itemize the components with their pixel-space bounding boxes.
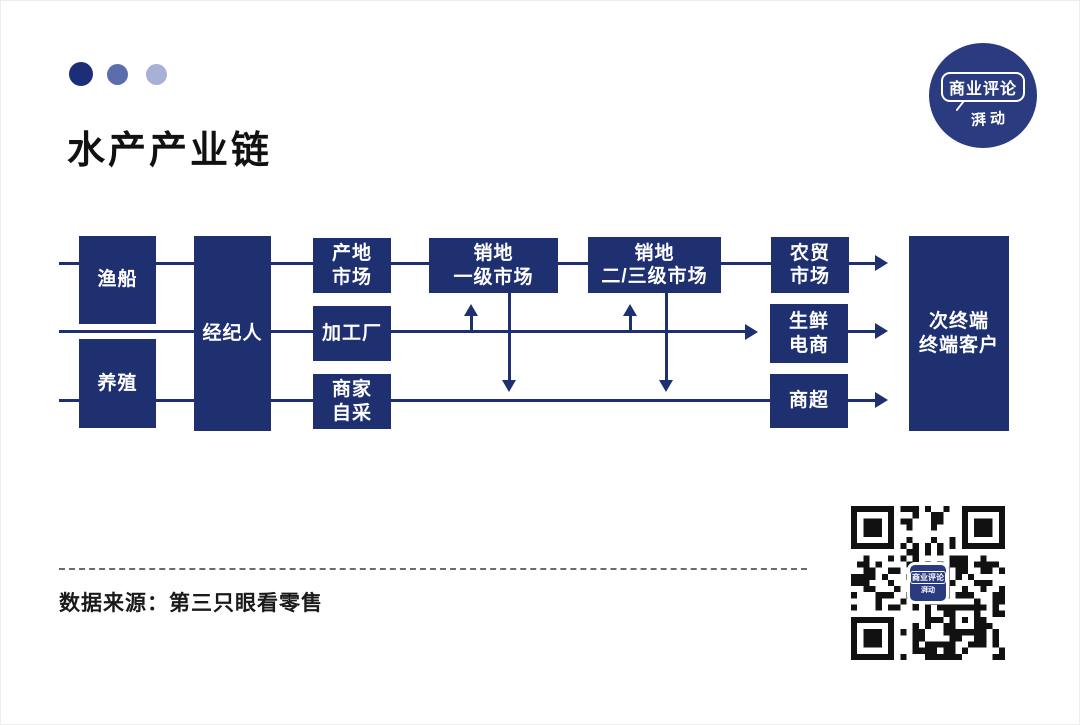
brand-logo-subname: 湃动 <box>970 109 1010 130</box>
arrow-right-icon <box>745 324 758 340</box>
page-title: 水产产业链 <box>67 130 273 172</box>
data-source-text: 数据来源：第三只眼看零售 <box>59 592 323 615</box>
arrow-up-icon <box>464 304 478 316</box>
arrow-right-icon <box>875 392 888 408</box>
flow-node-broker: 经纪人 <box>194 236 271 431</box>
flow-node-fresh-ecommerce: 生鲜 电商 <box>770 304 848 363</box>
qr-center-logo-subname: 湃动 <box>921 587 935 594</box>
arrow-up-icon <box>623 304 637 316</box>
flow-node-supermarket: 商超 <box>770 374 848 428</box>
brand-dot-dark <box>69 62 93 86</box>
arrow-line <box>849 262 876 265</box>
flow-node-merchant-self-procurement: 商家 自采 <box>313 374 391 429</box>
arrow-line <box>665 293 668 381</box>
flow-node-destination-tier1-market: 销地 一级市场 <box>429 238 558 293</box>
brand-logo: 商业评论 湃动 <box>929 43 1037 148</box>
flow-node-processing-plant: 加工厂 <box>313 306 391 361</box>
arrow-line <box>470 315 473 331</box>
speech-bubble-tail-icon <box>955 100 965 112</box>
flow-rail-row2 <box>59 330 747 333</box>
flow-node-aquaculture: 养殖 <box>79 339 156 428</box>
brand-dot-medium <box>107 64 128 85</box>
flow-node-fishing-boat: 渔船 <box>79 236 156 324</box>
arrow-right-icon <box>875 255 888 271</box>
flow-node-origin-market: 产地 市场 <box>313 238 391 293</box>
arrow-line <box>848 330 876 333</box>
flow-rail-row3 <box>59 399 849 402</box>
arrow-down-icon <box>502 380 516 392</box>
brand-dot-light <box>146 64 167 85</box>
qr-center-logo: 商业评论 湃动 <box>907 562 949 604</box>
flow-node-destination-tier23-market: 销地 二/三级市场 <box>588 237 721 293</box>
qr-center-logo-name: 商业评论 <box>910 571 946 584</box>
arrow-down-icon <box>659 380 673 392</box>
flow-node-terminal-customers: 次终端 终端客户 <box>909 236 1009 431</box>
arrow-line <box>508 293 511 381</box>
arrow-line <box>849 399 876 402</box>
brand-logo-name: 商业评论 <box>940 72 1025 102</box>
dashed-divider <box>59 568 807 570</box>
qr-code <box>851 506 1005 660</box>
arrow-right-icon <box>875 323 888 339</box>
arrow-line <box>629 315 632 331</box>
flow-node-farmers-market: 农贸 市场 <box>771 237 849 293</box>
